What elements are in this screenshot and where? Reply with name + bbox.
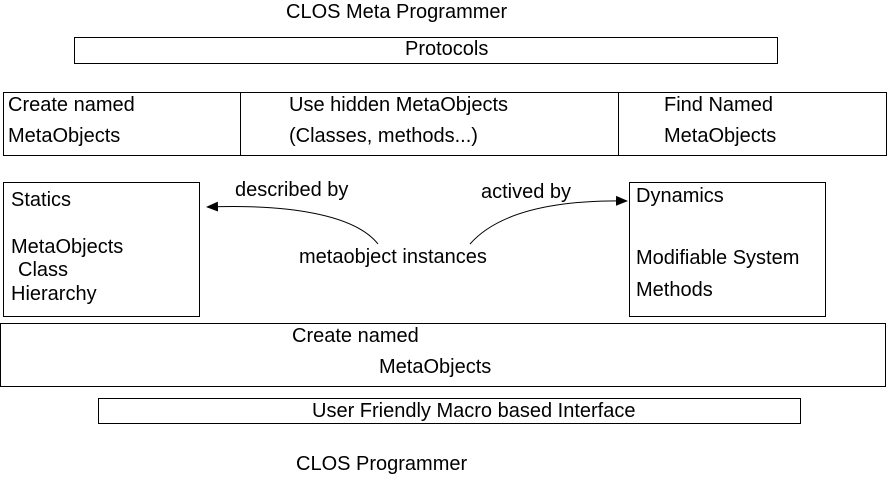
- macro-interface-label: User Friendly Macro based Interface: [312, 400, 636, 422]
- find-named-cell-line-1: Find Named: [664, 94, 773, 116]
- meta-operations-box: [3, 92, 887, 156]
- meta-operations-divider-1: [240, 92, 241, 156]
- protocols-label: Protocols: [405, 38, 489, 60]
- hidden-metaobjects-cell-line-2: (Classes, methods...): [289, 125, 478, 147]
- metaobject-instances-label: metaobject instances: [299, 246, 487, 268]
- create-named-cell-line-2: MetaObjects: [8, 125, 121, 147]
- create-named-metaobjects-box: [0, 323, 886, 387]
- described-by-label: described by: [235, 179, 349, 201]
- protocols-box: [74, 37, 778, 64]
- actived-by-arrow: [469, 195, 628, 245]
- macro-interface-box: [98, 398, 801, 424]
- dynamics-title: Dynamics: [636, 185, 724, 207]
- described-by-arrow: [206, 201, 379, 245]
- statics-line-class: Class: [18, 259, 69, 281]
- create-named-cell-line-1: Create named: [8, 94, 135, 116]
- create-named-box-line-1: Create named: [292, 325, 419, 347]
- statics-line-hierarchy: Hierarchy: [11, 283, 97, 305]
- create-named-box-line-2: MetaObjects: [379, 356, 492, 378]
- dynamics-box: [629, 182, 826, 317]
- statics-line-metaobjects: MetaObjects: [11, 236, 124, 258]
- dynamics-line-modifiable: Modifiable System: [636, 247, 800, 269]
- meta-operations-divider-2: [618, 92, 619, 156]
- actived-by-label: actived by: [481, 181, 572, 203]
- bottom-title: CLOS Programmer: [296, 453, 468, 475]
- statics-title: Statics: [11, 189, 72, 211]
- hidden-metaobjects-cell-line-1: Use hidden MetaObjects: [289, 94, 509, 116]
- dynamics-line-methods: Methods: [636, 279, 713, 301]
- top-title: CLOS Meta Programmer: [286, 1, 508, 23]
- find-named-cell-line-2: MetaObjects: [664, 125, 777, 147]
- statics-box: [3, 182, 200, 317]
